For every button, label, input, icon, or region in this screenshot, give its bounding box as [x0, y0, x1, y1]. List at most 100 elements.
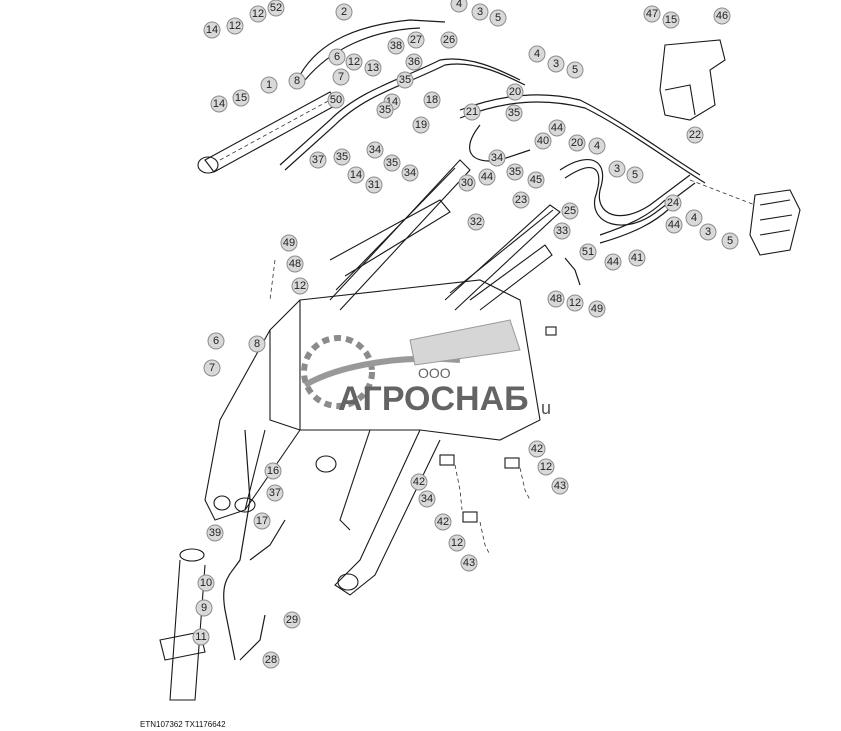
callout-bubble: [260, 76, 278, 94]
callout-number: 34: [369, 144, 381, 156]
callout-number: 30: [461, 177, 473, 189]
callout-bubble: [547, 290, 565, 308]
callout-number: 14: [350, 169, 362, 181]
callout-bubble: [548, 119, 566, 137]
callout-bubble: [527, 171, 545, 189]
callout-bubble: [280, 234, 298, 252]
callout-bubble: [488, 149, 506, 167]
callout-bubble: [686, 126, 704, 144]
callout-number: 47: [646, 8, 658, 20]
callout-bubble: [418, 490, 436, 508]
callout-number: 6: [213, 335, 219, 347]
callout-bubble: [537, 458, 555, 476]
callout-number: 12: [294, 280, 306, 292]
part-callout: 34: [418, 490, 436, 508]
part-callout: 44: [548, 119, 566, 137]
callout-bubble: [489, 9, 507, 27]
callout-bubble: [226, 17, 244, 35]
part-callout: 9: [195, 599, 213, 617]
callout-number: 37: [269, 487, 281, 499]
part-callout: 48: [547, 290, 565, 308]
callout-number: 27: [410, 34, 422, 46]
callout-bubble: [366, 141, 384, 159]
loader-frame: [159, 279, 541, 701]
part-callout: 1: [260, 76, 278, 94]
part-callout: 20: [506, 83, 524, 101]
callout-bubble: [628, 249, 646, 267]
callout-bubble: [626, 166, 644, 184]
part-callout: 8: [248, 335, 266, 353]
part-callout: 41: [628, 249, 646, 267]
callout-bubble: [206, 524, 224, 542]
part-callout: 35: [396, 71, 414, 89]
part-callout: 4: [528, 45, 546, 63]
part-callout: 44: [478, 168, 496, 186]
callout-number: 29: [286, 614, 298, 626]
part-callout: 48: [286, 255, 304, 273]
callout-bubble: [528, 45, 546, 63]
pipe-assemblies: [329, 159, 561, 311]
callout-number: 34: [404, 167, 416, 179]
callout-bubble: [203, 359, 221, 377]
part-callout: 7: [332, 68, 350, 86]
control-valve: [689, 179, 801, 256]
part-callout: 12: [226, 17, 244, 35]
callout-bubble: [335, 3, 353, 21]
part-callout: 37: [309, 151, 327, 169]
part-callout: 50: [327, 91, 345, 109]
callout-number: 2: [341, 6, 347, 18]
callout-number: 35: [508, 107, 520, 119]
part-callout: 30: [458, 174, 476, 192]
callout-bubble: [328, 48, 346, 66]
callout-bubble: [387, 37, 405, 55]
callout-bubble: [423, 91, 441, 109]
callout-bubble: [286, 255, 304, 273]
callout-number: 11: [195, 631, 206, 643]
callout-bubble: [332, 68, 350, 86]
callout-bubble: [376, 101, 394, 119]
part-callout: 17: [253, 512, 271, 530]
part-callout: 28: [262, 651, 280, 669]
callout-number: 20: [509, 86, 521, 98]
callout-number: 48: [550, 293, 562, 305]
callout-bubble: [291, 277, 309, 295]
callout-number: 6: [334, 51, 340, 63]
part-callout: 35: [505, 104, 523, 122]
callout-number: 21: [466, 106, 478, 118]
part-callout: 5: [566, 61, 584, 79]
callout-bubble: [345, 53, 363, 71]
callout-number: 4: [691, 212, 697, 224]
part-callout: 3: [471, 3, 489, 21]
part-callout: 47: [643, 5, 661, 23]
callout-number: 12: [348, 56, 360, 68]
callout-number: 5: [572, 64, 578, 76]
callout-number: 8: [254, 338, 260, 350]
part-callout: 52: [267, 0, 285, 17]
callout-number: 3: [477, 6, 483, 18]
callout-number: 43: [463, 557, 475, 569]
callout-bubble: [288, 72, 306, 90]
callout-number: 49: [591, 303, 603, 315]
part-callout: 34: [366, 141, 384, 159]
callout-number: 12: [229, 20, 241, 32]
part-callout: 49: [588, 300, 606, 318]
callout-number: 52: [270, 2, 282, 14]
callout-bubble: [448, 534, 466, 552]
figure-reference: ETN107362 TX1176642: [140, 720, 226, 729]
callout-number: 43: [554, 480, 566, 492]
part-callout: 3: [547, 55, 565, 73]
callout-number: 35: [336, 151, 348, 163]
callout-bubble: [506, 83, 524, 101]
part-callout: 14: [210, 95, 228, 113]
callout-bubble: [528, 440, 546, 458]
callout-bubble: [210, 95, 228, 113]
callout-number: 4: [594, 140, 600, 152]
callout-bubble: [309, 151, 327, 169]
callout-bubble: [505, 104, 523, 122]
callout-number: 42: [413, 476, 425, 488]
part-callout: 18: [423, 91, 441, 109]
part-callout: 33: [553, 222, 571, 240]
part-callout: 36: [405, 53, 423, 71]
